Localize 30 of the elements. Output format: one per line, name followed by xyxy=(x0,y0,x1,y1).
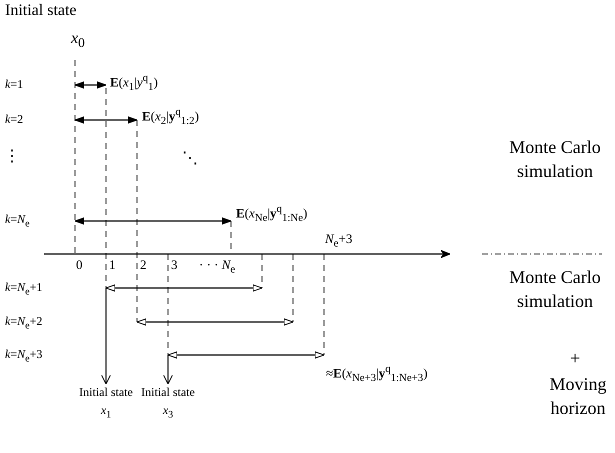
ellipsis: ⋮ xyxy=(4,148,20,166)
section-label: Monte Carlo simulation xyxy=(508,136,602,184)
ellipsis: ⋱ xyxy=(182,150,198,168)
state-variable: x$_{3}$ xyxy=(162,403,174,422)
tick-label: 3 xyxy=(171,258,178,272)
step-label: k=N$_{e}$ xyxy=(5,213,30,230)
title: Initial state xyxy=(5,2,77,20)
arrow xyxy=(163,355,173,384)
step-label: k=N$_{e}$+1 xyxy=(5,281,42,298)
tick-label: · · · N$_{e}$ xyxy=(199,258,236,276)
state-variable: x$_{1}$ xyxy=(100,403,112,422)
tick-label: N$_{e}$+3 xyxy=(325,232,352,250)
step-label: k=N$_{e}$+3 xyxy=(5,348,42,364)
expectation-label: E(x$_{2}$|y$^{q}$$_{1:2}$) xyxy=(142,107,199,128)
step-label: k=2 xyxy=(5,113,24,126)
node-title: Initial state xyxy=(140,385,196,400)
step-label: k=N$_{e}$+2 xyxy=(5,315,42,332)
section-label: Moving horizon xyxy=(548,373,608,420)
step-label: k=1 xyxy=(5,78,24,92)
tick-label: 1 xyxy=(109,258,116,272)
expectation-label: ≈E(x$_{Ne+3}$|y$^{q}$$_{1:Ne+3}$) xyxy=(326,364,428,385)
arrow xyxy=(101,288,111,384)
plus-sign: + xyxy=(570,347,580,370)
node-title: Initial state xyxy=(78,385,134,400)
tick-label: 2 xyxy=(140,258,146,272)
variable-label: x$_{0}$ xyxy=(71,30,85,51)
section-label: Monte Carlo simulation xyxy=(508,266,602,314)
expectation-label: E(x$_{Ne}$|y$^{q}$$_{1:Ne}$) xyxy=(236,204,308,225)
expectation-label: E(x$_{1}$|y$^{q}$$_{1}$) xyxy=(110,73,158,94)
tick-label: 0 xyxy=(76,258,82,272)
